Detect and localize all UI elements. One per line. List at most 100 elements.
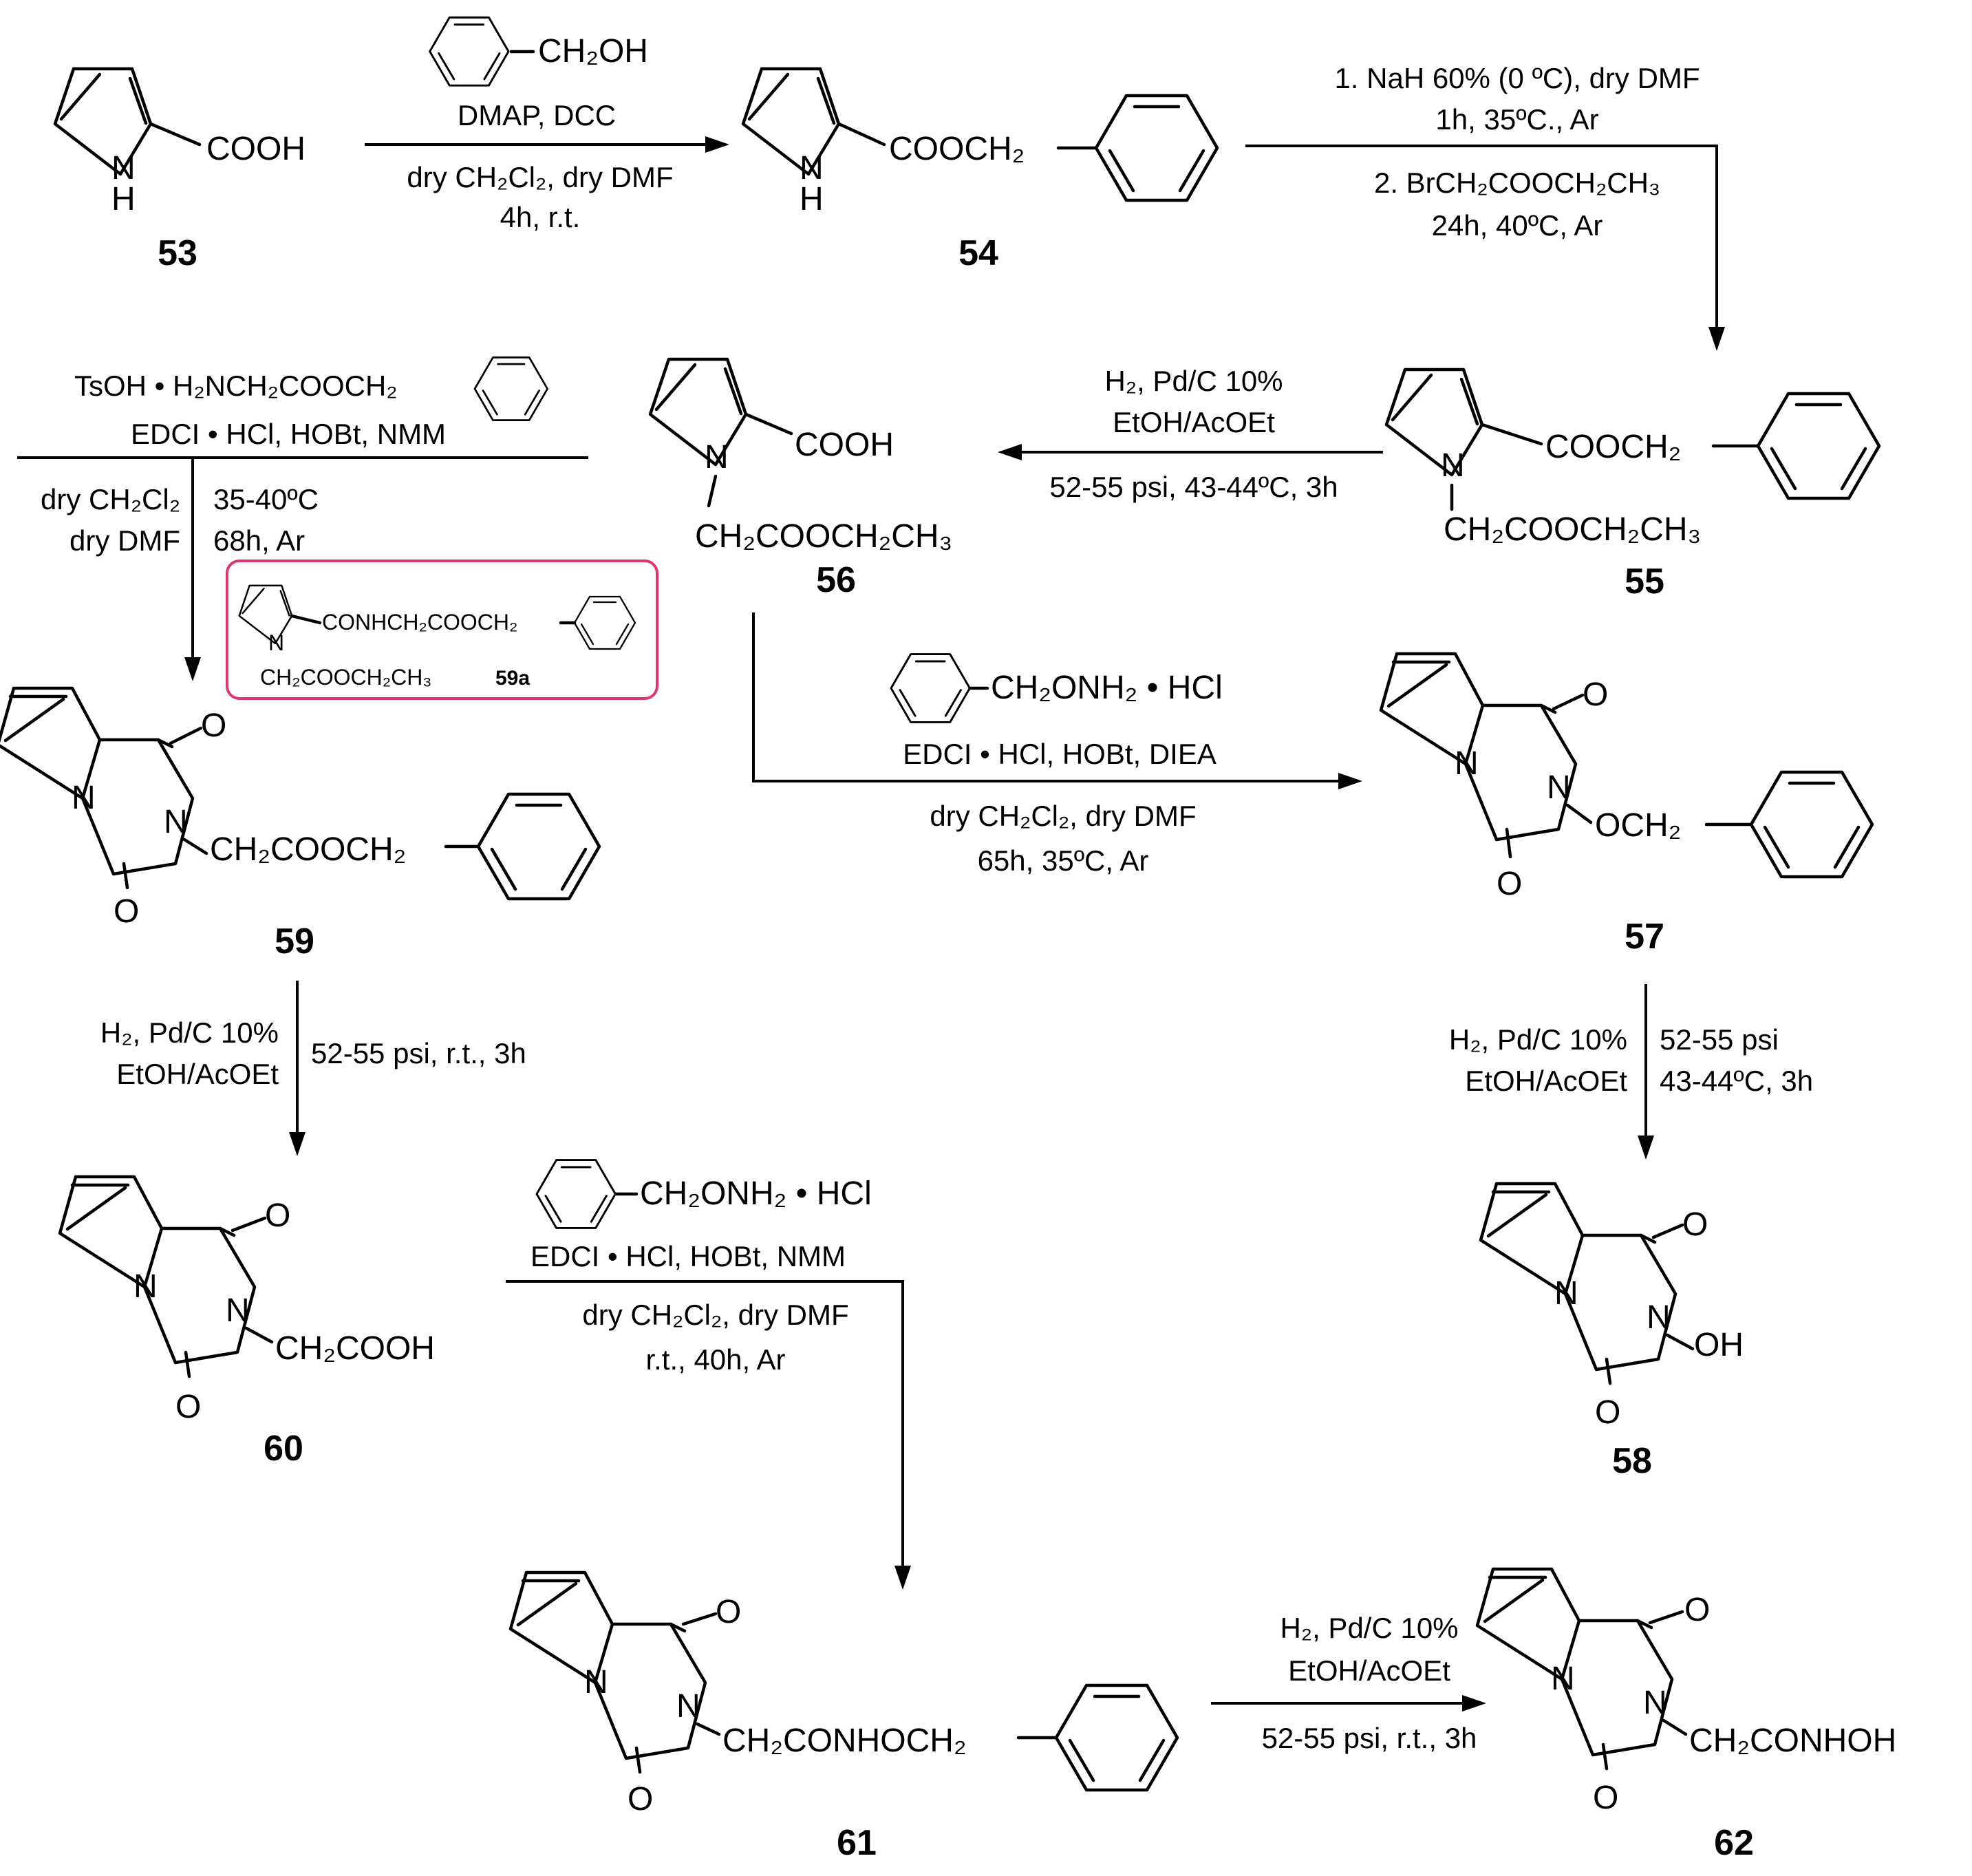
step-56-to-59-left-0: dry CH₂Cl₂ bbox=[41, 483, 180, 515]
step-59-to-60-left-1: EtOH/AcOEt bbox=[116, 1058, 279, 1090]
step-53-to-54-above-1: DMAP, DCC bbox=[458, 99, 616, 131]
step-56-to-57-below-0: dry CH₂Cl₂, dry DMF bbox=[930, 800, 1196, 832]
compound-58: N O N OH O 58 bbox=[1481, 1184, 1744, 1481]
compound-54: COOCH₂ N H 54 bbox=[743, 69, 1217, 273]
inset-59a-amide: CONHCH₂COOCH₂ bbox=[322, 610, 517, 635]
compound-57-o1: O bbox=[1583, 676, 1608, 713]
step-56-to-57: CH₂ONH₂ • HCl EDCI • HCl, HOBt, DIEA dry… bbox=[752, 612, 1362, 877]
compound-53-h: H bbox=[111, 181, 136, 217]
step-55-to-56-below-0: 52-55 psi, 43-44ºC, 3h bbox=[1049, 471, 1338, 503]
compound-53-n: N bbox=[111, 150, 136, 186]
compound-59-n1: N bbox=[72, 780, 96, 816]
step-57-to-58-left-1: EtOH/AcOEt bbox=[1465, 1065, 1627, 1097]
step-54-to-55-above-0: 1. NaH 60% (0 ºC), dry DMF bbox=[1334, 62, 1700, 94]
compound-54-n: N bbox=[800, 150, 824, 186]
step-55-to-56-above-0: H₂, Pd/C 10% bbox=[1104, 365, 1283, 397]
step-61-to-62-below-0: 52-55 psi, r.t., 3h bbox=[1262, 1722, 1477, 1754]
step-57-to-58-right-1: 43-44ºC, 3h bbox=[1660, 1065, 1813, 1097]
compound-58-number: 58 bbox=[1612, 1441, 1652, 1481]
compound-53-number: 53 bbox=[158, 233, 197, 273]
step-60-to-61-reagent: CH₂ONH₂ • HCl bbox=[640, 1175, 872, 1212]
step-56-to-57-below-1: 65h, 35ºC, Ar bbox=[978, 844, 1149, 877]
step-57-to-58-right-0: 52-55 psi bbox=[1660, 1023, 1779, 1056]
compound-59-o2: O bbox=[114, 893, 139, 930]
compound-57-n1: N bbox=[1455, 745, 1479, 782]
compound-55-ester: COOCH₂ bbox=[1545, 429, 1681, 465]
compound-56-number: 56 bbox=[816, 560, 856, 600]
compound-57-n2: N bbox=[1547, 769, 1571, 806]
compound-58-o2: O bbox=[1595, 1394, 1620, 1431]
compound-59-o1: O bbox=[201, 707, 226, 744]
compound-57-oxy: OCH₂ bbox=[1595, 807, 1681, 844]
step-60-to-61-below-0: dry CH₂Cl₂, dry DMF bbox=[582, 1299, 848, 1331]
compound-57-o2: O bbox=[1497, 866, 1522, 902]
compound-62-chain: CH₂CONHOH bbox=[1689, 1723, 1896, 1759]
step-61-to-62: H₂, Pd/C 10% EtOH/AcOEt 52-55 psi, r.t.,… bbox=[1211, 1612, 1486, 1754]
compound-56-n: N bbox=[705, 439, 729, 476]
inset-59a: CONHCH₂COOCH₂ N CH₂COOCH₂CH₃ 59a bbox=[226, 559, 658, 700]
step-54-to-55-below-0: 2. BrCH₂COOCH₂CH₃ bbox=[1374, 167, 1660, 199]
step-55-to-56-above-1: EtOH/AcOEt bbox=[1113, 406, 1275, 438]
step-59-to-60: H₂, Pd/C 10% EtOH/AcOEt 52-55 psi, r.t.,… bbox=[100, 981, 526, 1156]
compound-60: N O N CH₂COOH O 60 bbox=[60, 1177, 435, 1469]
step-59-to-60-right-0: 52-55 psi, r.t., 3h bbox=[311, 1037, 526, 1069]
compound-57-number: 57 bbox=[1625, 917, 1664, 957]
compound-53-cooh: COOH bbox=[206, 131, 306, 167]
step-54-to-55: 1. NaH 60% (0 ºC), dry DMF 1h, 35ºC., Ar… bbox=[1245, 62, 1725, 351]
compound-62-number: 62 bbox=[1714, 1823, 1754, 1863]
compound-60-n1: N bbox=[133, 1268, 158, 1305]
step-60-to-61-above-1: EDCI • HCl, HOBt, NMM bbox=[530, 1240, 846, 1272]
compound-54-ester: COOCH₂ bbox=[889, 131, 1025, 167]
step-61-to-62-above-1: EtOH/AcOEt bbox=[1288, 1654, 1450, 1687]
compound-58-n2: N bbox=[1647, 1299, 1671, 1336]
compound-60-o2: O bbox=[175, 1389, 201, 1425]
inset-59a-frame bbox=[226, 559, 658, 700]
compound-61-n1: N bbox=[584, 1664, 608, 1701]
compound-62-o1: O bbox=[1684, 1592, 1710, 1628]
inset-59a-ethyl: CH₂COOCH₂CH₃ bbox=[260, 665, 431, 690]
step-56-to-57-above-1: EDCI • HCl, HOBt, DIEA bbox=[903, 738, 1217, 770]
step-59-to-60-left-0: H₂, Pd/C 10% bbox=[100, 1016, 279, 1049]
step-53-to-54-below-1: 4h, r.t. bbox=[500, 201, 581, 233]
compound-55: COOCH₂ N CH₂COOCH₂CH₃ 55 bbox=[1386, 370, 1879, 601]
compound-55-ethyl: CH₂COOCH₂CH₃ bbox=[1444, 511, 1701, 548]
compound-55-n: N bbox=[1441, 447, 1465, 484]
compound-58-o1: O bbox=[1682, 1206, 1708, 1243]
compound-57: N O N OCH₂ O 57 bbox=[1381, 654, 1872, 957]
step-56-to-59-above-1: EDCI • HCl, HOBt, NMM bbox=[131, 418, 446, 450]
compound-56-cooh: COOH bbox=[795, 427, 894, 463]
compound-61-n2: N bbox=[676, 1688, 700, 1725]
step-56-to-59-right-0: 35-40ºC bbox=[213, 483, 319, 515]
inset-59a-n: N bbox=[268, 630, 284, 655]
compound-61-o2: O bbox=[628, 1781, 653, 1818]
compound-58-oh: OH bbox=[1694, 1327, 1744, 1363]
inset-59a-number: 59a bbox=[495, 667, 530, 690]
compound-62-o2: O bbox=[1593, 1780, 1618, 1816]
step-56-to-59-right-1: 68h, Ar bbox=[213, 524, 305, 557]
step-53-to-54-below-0: dry CH₂Cl₂, dry DMF bbox=[407, 161, 673, 193]
step-56-to-59-left-1: dry DMF bbox=[69, 524, 180, 557]
step-53-to-54: CH₂OH DMAP, DCC dry CH₂Cl₂, dry DMF 4h, … bbox=[365, 16, 729, 233]
step-57-to-58-left-0: H₂, Pd/C 10% bbox=[1449, 1023, 1627, 1056]
compound-59-n2: N bbox=[164, 804, 188, 840]
step-56-to-57-reagent: CH₂ONH₂ • HCl bbox=[991, 670, 1223, 706]
compound-56-ethyl: CH₂COOCH₂CH₃ bbox=[695, 518, 952, 555]
compound-61: N O N CH₂CONHOCH₂ O 61 bbox=[511, 1573, 1177, 1863]
compound-59-chain: CH₂COOCH₂ bbox=[210, 831, 406, 868]
compound-56: COOH N CH₂COOCH₂CH₃ 56 bbox=[650, 359, 952, 600]
step-54-to-55-above-1: 1h, 35ºC., Ar bbox=[1435, 103, 1598, 136]
compound-60-o1: O bbox=[265, 1197, 290, 1234]
compound-62-n1: N bbox=[1551, 1661, 1575, 1697]
compound-61-o1: O bbox=[716, 1594, 741, 1630]
compound-59: N O N CH₂COOCH₂ O 59 bbox=[0, 688, 599, 961]
step-60-to-61-below-1: r.t., 40h, Ar bbox=[645, 1343, 785, 1376]
step-61-to-62-above-0: H₂, Pd/C 10% bbox=[1280, 1612, 1458, 1644]
step-60-to-61: CH₂ONH₂ • HCl EDCI • HCl, HOBt, NMM dry … bbox=[506, 1159, 911, 1590]
compound-54-number: 54 bbox=[958, 233, 998, 273]
compound-58-n1: N bbox=[1554, 1275, 1578, 1312]
compound-53: COOH N H 53 bbox=[55, 69, 306, 273]
step-53-to-54-reagent: CH₂OH bbox=[538, 33, 648, 70]
compound-62-n2: N bbox=[1643, 1685, 1667, 1721]
compound-62: N O N CH₂CONHOH O 62 bbox=[1477, 1569, 1896, 1863]
